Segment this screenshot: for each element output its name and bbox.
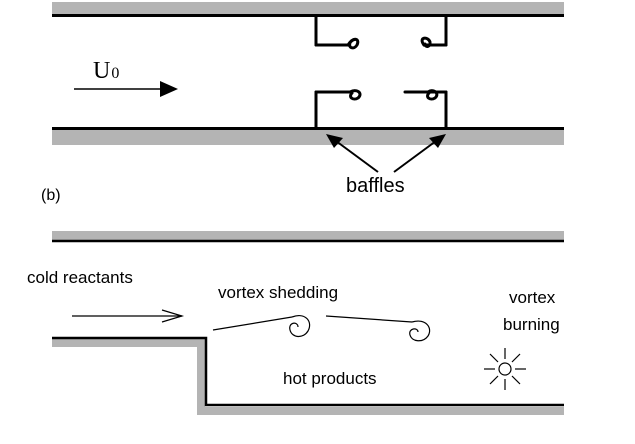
flow-arrow (74, 81, 178, 97)
step-wall (52, 336, 564, 407)
vortex-burning-label-line2: burning (503, 315, 560, 334)
cold-reactants-label: cold reactants (27, 268, 133, 287)
vortex-burning-label-line1: vortex (509, 288, 556, 307)
baffles-label: baffles (346, 175, 405, 197)
baffle-bottom-right (403, 89, 448, 129)
baffle-bottom-left (314, 89, 362, 129)
hot-products-label: hot products (283, 369, 377, 388)
panel-label-b: (b) (41, 187, 61, 204)
baffle-pointer-left (326, 134, 379, 173)
top-wall-shadow (52, 2, 564, 14)
vortex-curl-2 (325, 315, 431, 342)
vortex-shedding-label: vortex shedding (218, 283, 338, 302)
step-wall-shadow (52, 339, 564, 415)
baffle-top-left (314, 15, 360, 50)
vortex-curl-1 (212, 315, 311, 338)
baffled-channel-panel: U0 (52, 2, 564, 197)
reactants-arrow (72, 309, 185, 323)
step-combustor-panel: (b) cold reactants vortex shedding (27, 187, 564, 415)
vortex-burning-icon (484, 348, 526, 390)
baffle-pointer-right (393, 134, 446, 173)
upper-wall-shadow (52, 231, 564, 240)
baffle-top-right (420, 15, 448, 48)
velocity-label: U0 (93, 58, 119, 84)
bottom-wall-shadow (52, 130, 564, 145)
